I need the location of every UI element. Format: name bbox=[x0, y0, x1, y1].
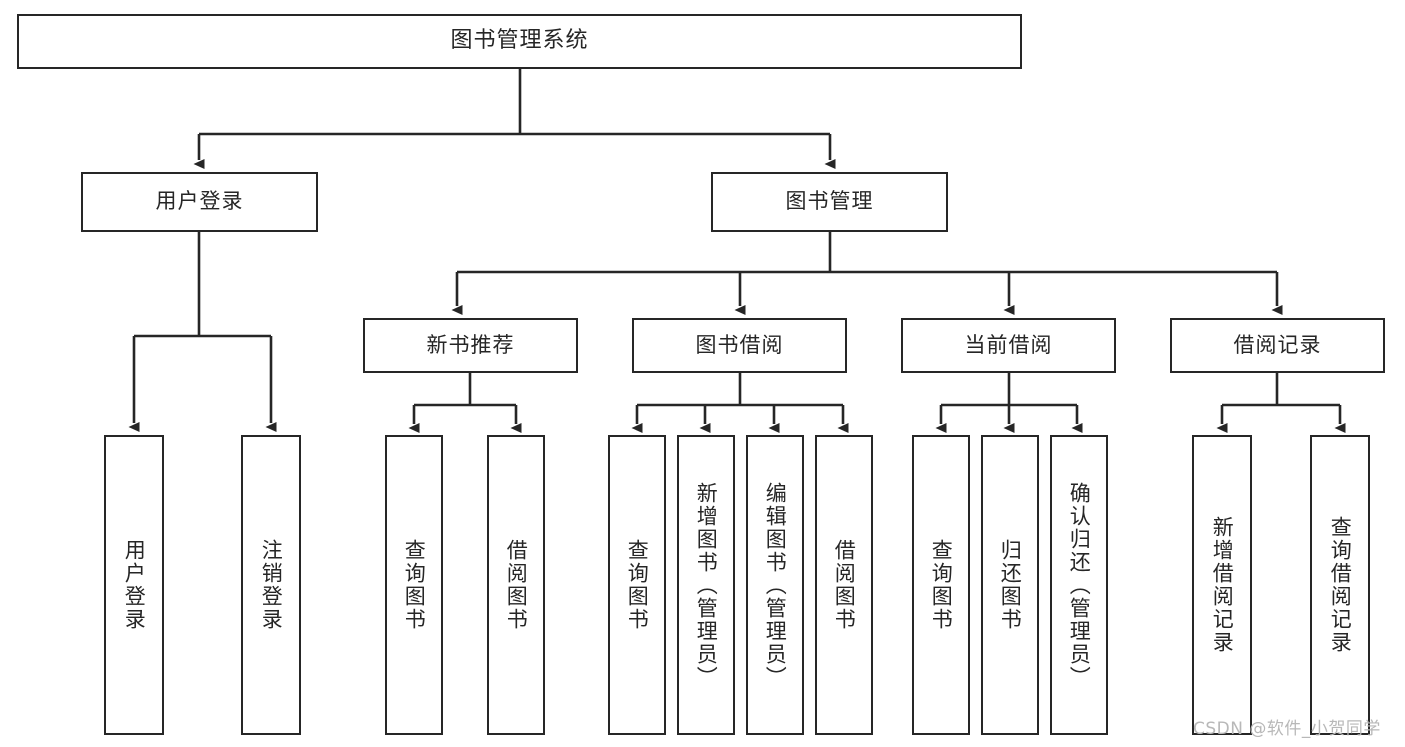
node-leaf-add-record-label: 新增借阅记录 bbox=[1210, 516, 1235, 654]
node-leaf-add-book-label: 新增图书（管理员） bbox=[694, 481, 719, 689]
node-book-borrow[interactable]: 图书借阅 bbox=[632, 318, 847, 373]
node-new-book-recommend-label: 新书推荐 bbox=[426, 332, 515, 357]
node-leaf-add-book[interactable]: 新增图书（管理员） bbox=[677, 435, 735, 735]
node-leaf-confirm-return-label: 确认归还（管理员） bbox=[1067, 481, 1092, 689]
node-borrow-record-label: 借阅记录 bbox=[1233, 332, 1322, 357]
node-leaf-borrow-book-1-label: 借阅图书 bbox=[504, 539, 529, 631]
node-leaf-edit-book[interactable]: 编辑图书（管理员） bbox=[746, 435, 804, 735]
node-leaf-query-book-3[interactable]: 查询图书 bbox=[912, 435, 970, 735]
node-leaf-confirm-return[interactable]: 确认归还（管理员） bbox=[1050, 435, 1108, 735]
node-leaf-borrow-book-2-label: 借阅图书 bbox=[832, 539, 857, 631]
node-root[interactable]: 图书管理系统 bbox=[17, 14, 1022, 69]
node-new-book-recommend[interactable]: 新书推荐 bbox=[363, 318, 578, 373]
node-leaf-borrow-book-2[interactable]: 借阅图书 bbox=[815, 435, 873, 735]
node-leaf-user-login[interactable]: 用户登录 bbox=[104, 435, 164, 735]
node-book-borrow-label: 图书借阅 bbox=[695, 332, 784, 357]
node-borrow-record[interactable]: 借阅记录 bbox=[1170, 318, 1385, 373]
node-user-login-label: 用户登录 bbox=[155, 189, 244, 214]
node-root-label: 图书管理系统 bbox=[450, 28, 589, 54]
node-leaf-return-book[interactable]: 归还图书 bbox=[981, 435, 1039, 735]
node-leaf-borrow-book-1[interactable]: 借阅图书 bbox=[487, 435, 545, 735]
node-leaf-query-book-1-label: 查询图书 bbox=[402, 539, 427, 631]
node-current-borrow[interactable]: 当前借阅 bbox=[901, 318, 1116, 373]
node-leaf-user-logout-label: 注销登录 bbox=[259, 539, 284, 631]
node-leaf-user-logout[interactable]: 注销登录 bbox=[241, 435, 301, 735]
node-leaf-query-record-label: 查询借阅记录 bbox=[1328, 516, 1353, 654]
node-leaf-return-book-label: 归还图书 bbox=[998, 539, 1023, 631]
node-leaf-edit-book-label: 编辑图书（管理员） bbox=[763, 481, 788, 689]
node-book-manage[interactable]: 图书管理 bbox=[711, 172, 948, 232]
node-leaf-query-book-2[interactable]: 查询图书 bbox=[608, 435, 666, 735]
node-leaf-query-book-3-label: 查询图书 bbox=[929, 539, 954, 631]
node-leaf-query-record[interactable]: 查询借阅记录 bbox=[1310, 435, 1370, 735]
node-leaf-add-record[interactable]: 新增借阅记录 bbox=[1192, 435, 1252, 735]
node-user-login[interactable]: 用户登录 bbox=[81, 172, 318, 232]
node-leaf-query-book-2-label: 查询图书 bbox=[625, 539, 650, 631]
node-book-manage-label: 图书管理 bbox=[785, 189, 874, 214]
node-leaf-query-book-1[interactable]: 查询图书 bbox=[385, 435, 443, 735]
node-current-borrow-label: 当前借阅 bbox=[964, 332, 1053, 357]
node-leaf-user-login-label: 用户登录 bbox=[122, 539, 147, 631]
